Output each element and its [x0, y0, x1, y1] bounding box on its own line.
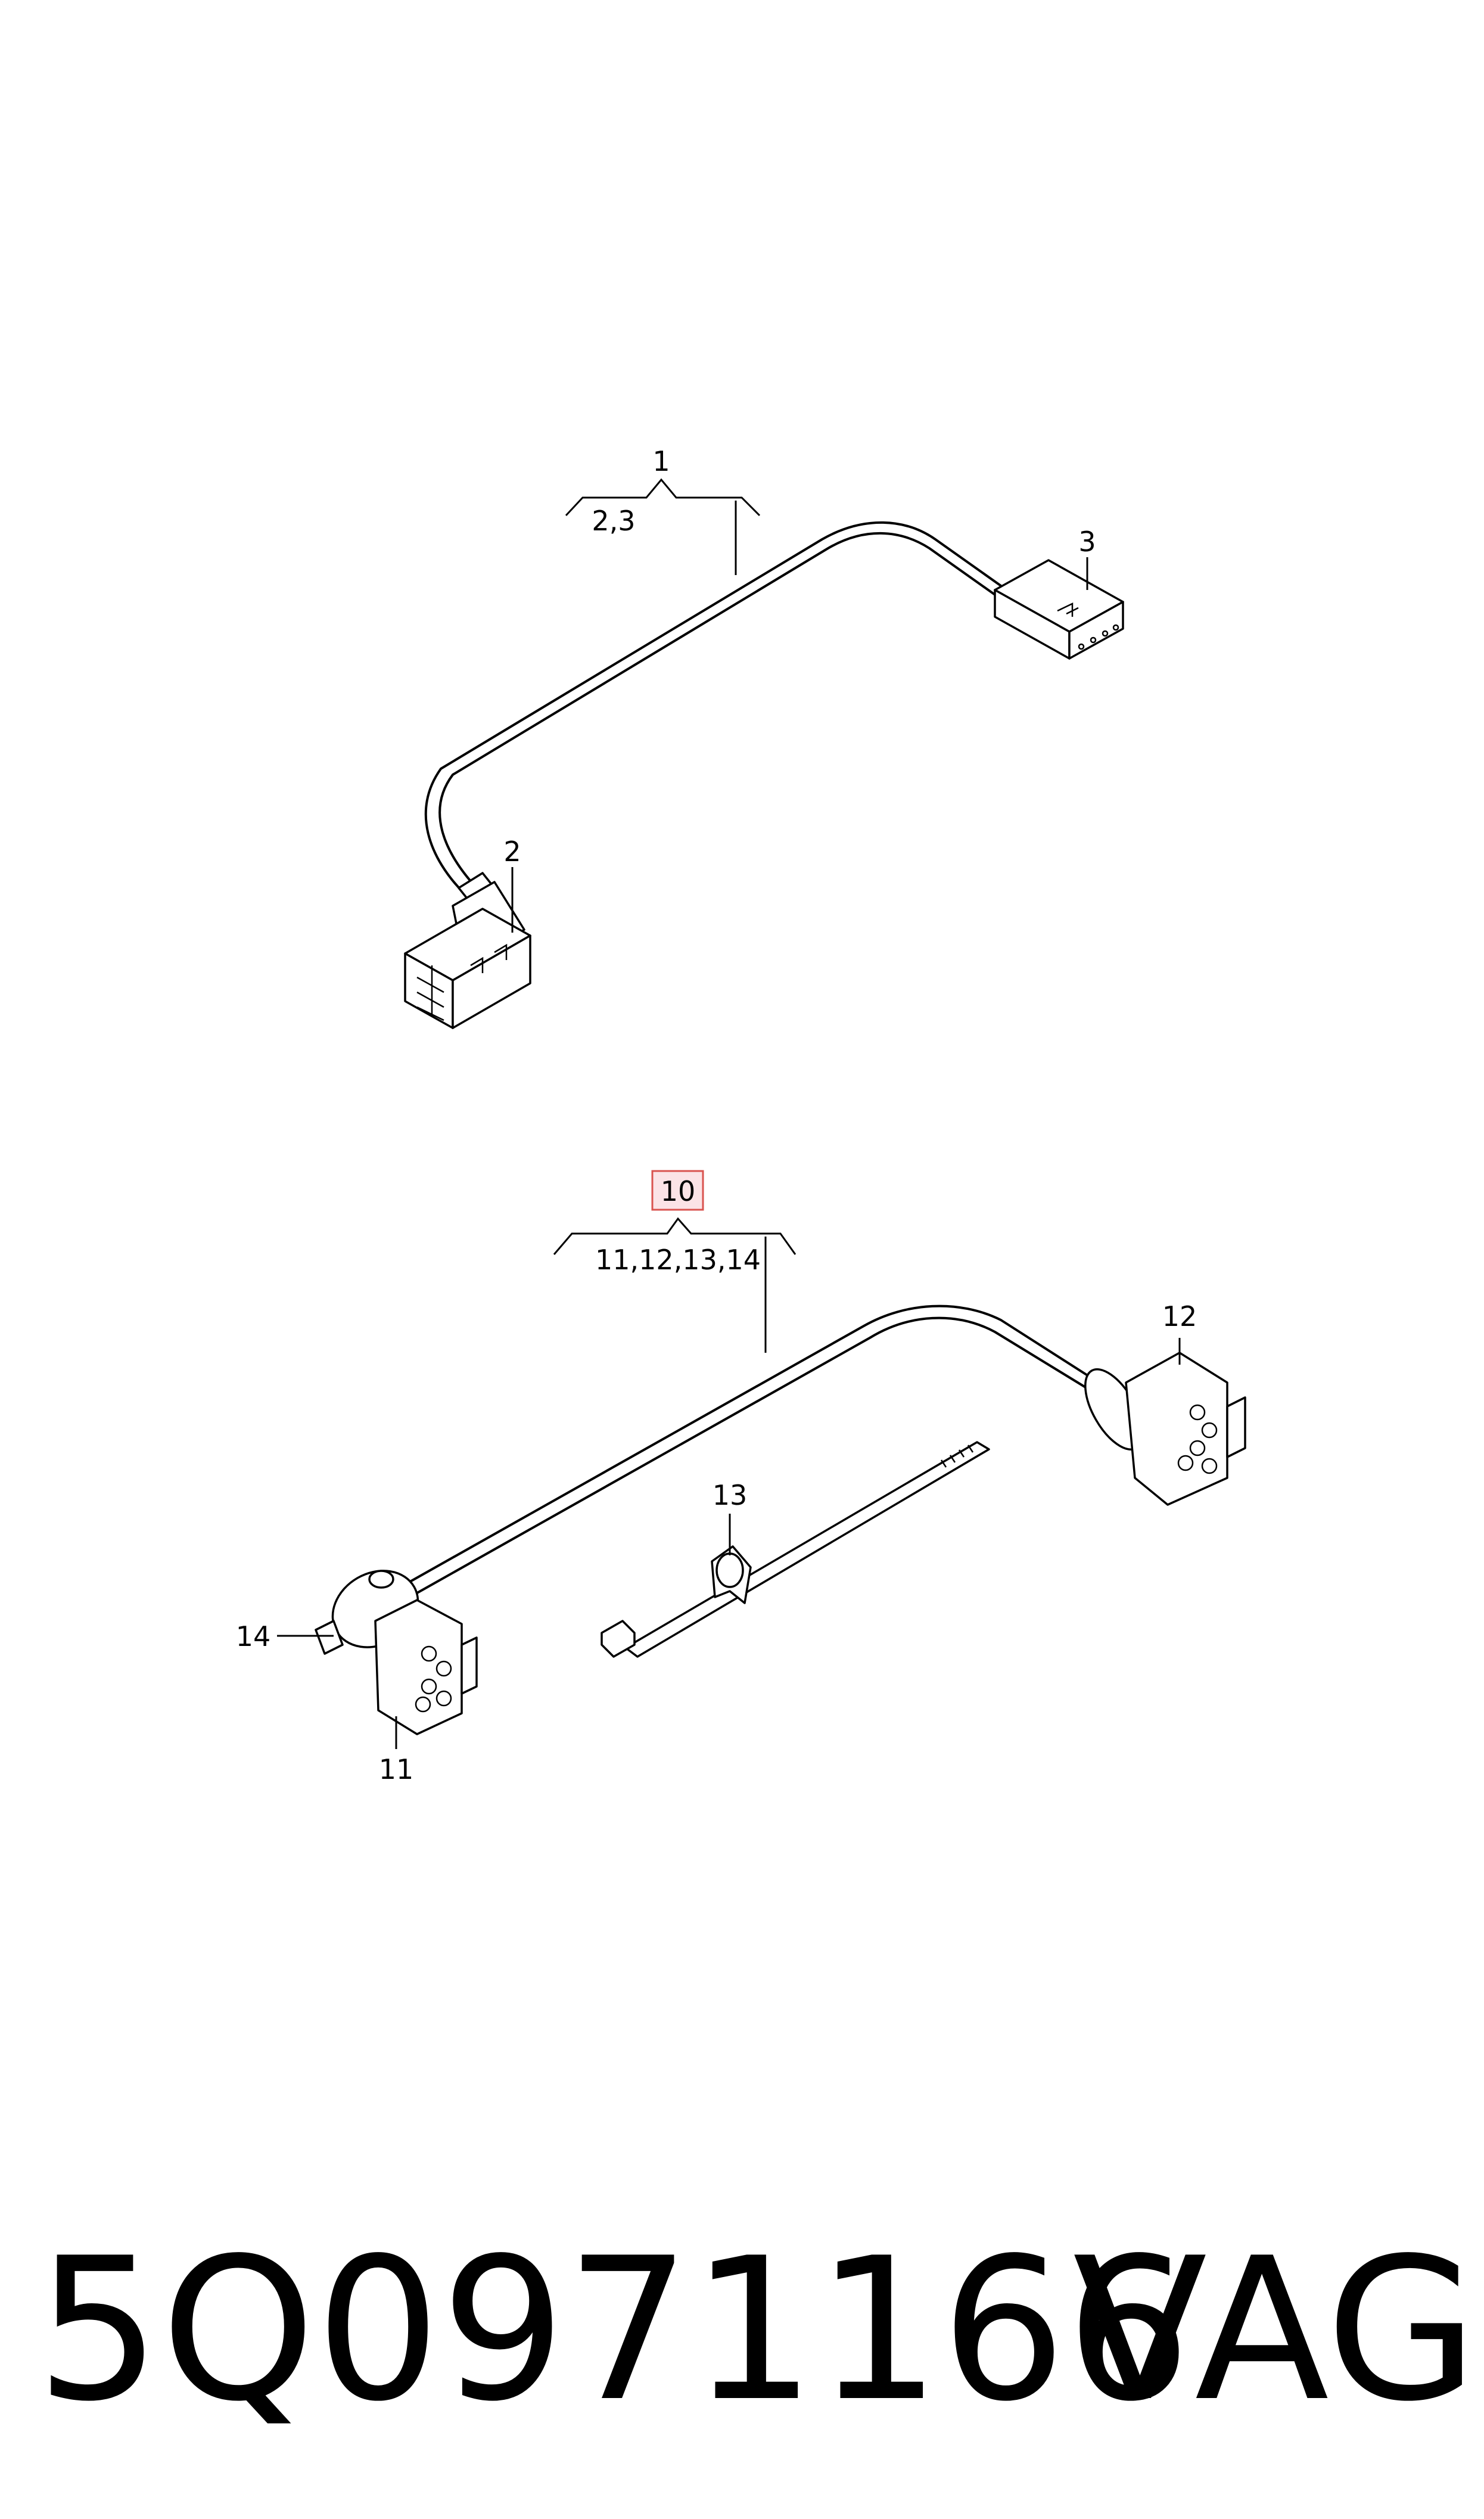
connector-2 [404, 872, 531, 1029]
callout-2: 2 [503, 835, 521, 868]
connector-11-with-grommet-14 [315, 1570, 478, 1735]
callout-12: 12 [1162, 1300, 1197, 1333]
bracket-10 [553, 1217, 797, 1255]
callout-10: 10 [661, 1175, 696, 1207]
callout-1: 1 [652, 445, 670, 477]
assembly-10: 10 11,12,13,14 12 13 [236, 1170, 1246, 1785]
cable-tie-13 [601, 1441, 990, 1658]
cable-10 [392, 1304, 1109, 1592]
callout-10-sub: 11,12,13,14 [595, 1244, 761, 1276]
callout-13: 13 [713, 1479, 748, 1511]
callout-10-highlight [651, 1170, 704, 1211]
footer: 5Q0971166 VAG [0, 2205, 1484, 2455]
cable-1 [424, 521, 1008, 895]
connector-12 [1084, 1352, 1246, 1506]
part-number: 5Q0971166 [36, 2216, 1191, 2445]
parts-diagram: 1 2,3 3 2 [236, 445, 1246, 1785]
assembly-1: 1 2,3 3 2 [404, 445, 1124, 1029]
callout-11: 11 [379, 1753, 414, 1785]
callout-3: 3 [1078, 526, 1096, 558]
brand-label: VAG [1072, 2216, 1478, 2445]
bracket-1 [565, 478, 761, 517]
callout-1-sub: 2,3 [592, 505, 635, 537]
connector-3 [994, 559, 1124, 660]
callout-14: 14 [236, 1620, 271, 1653]
